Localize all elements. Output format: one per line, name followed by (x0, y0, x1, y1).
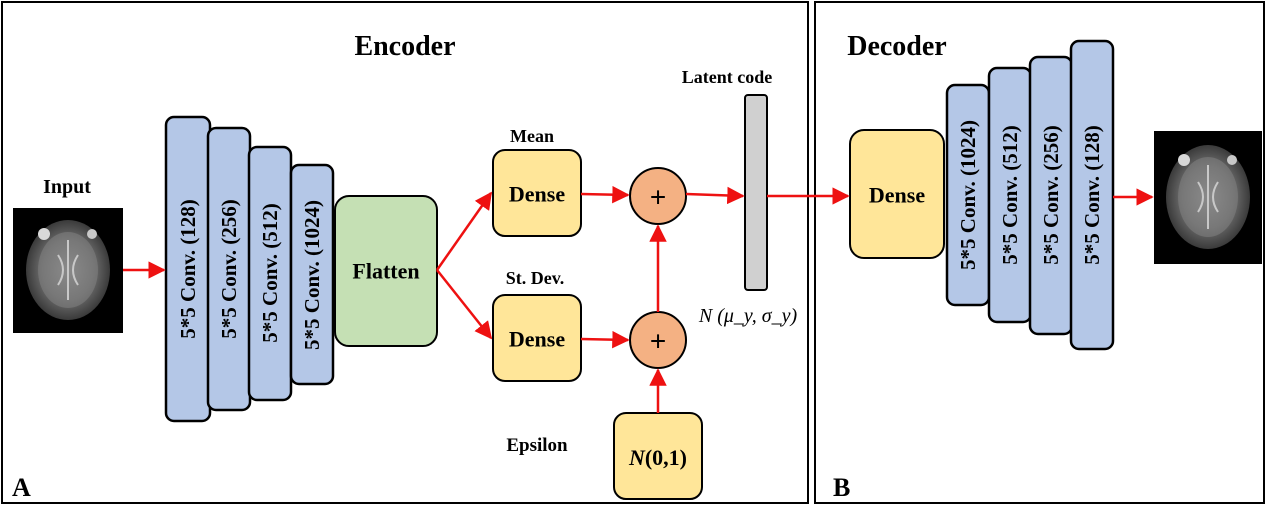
decoder-conv-1024: 5*5 Conv. (1024) (945, 83, 991, 307)
encoder-title: Encoder (354, 31, 455, 62)
noise-label: N(0,1) (628, 445, 687, 470)
dense-mean-label: Dense (509, 182, 565, 207)
decoder-dense-block: Dense (849, 129, 945, 259)
plus-top-symbol: + (650, 182, 666, 213)
encoder-conv-512-label: 5*5 Conv. (512) (258, 203, 282, 342)
decoder-dense-label: Dense (869, 183, 925, 208)
encoder-conv-128: 5*5 Conv. (128) (164, 115, 212, 423)
arrow-flatten-to-std (436, 269, 493, 340)
input-brain-icon (13, 208, 123, 333)
decoder-title: Decoder (847, 31, 947, 62)
encoder-conv-256-label: 5*5 Conv. (256) (217, 199, 241, 338)
latent-label: Latent code (682, 67, 772, 87)
decoder-conv-512: 5*5 Conv. (512) (987, 66, 1033, 324)
decoder-conv-256-label: 5*5 Conv. (256) (1039, 125, 1063, 264)
arrow-flatten-to-mean (435, 191, 493, 271)
encoder-panel (1, 1, 809, 504)
encoder-conv-1024-label: 5*5 Conv. (1024) (300, 200, 324, 350)
epsilon-label: Epsilon (506, 435, 568, 456)
latent-code-bar (744, 94, 768, 291)
output-brain-icon (1154, 131, 1262, 264)
dense-std-label: Dense (509, 327, 565, 352)
plus-node-bottom: + (629, 311, 687, 369)
mean-label: Mean (510, 126, 554, 146)
noise-block: N(0,1) (613, 412, 703, 500)
arrow-plus-to-latent (685, 186, 745, 205)
decoder-conv-512-label: 5*5 Conv. (512) (998, 125, 1022, 264)
decoder-panel (814, 1, 1265, 504)
arrow-mean-to-plus (580, 185, 630, 204)
decoder-conv-256: 5*5 Conv. (256) (1028, 55, 1074, 336)
flatten-block: Flatten (334, 195, 438, 347)
encoder-conv-1024: 5*5 Conv. (1024) (289, 163, 335, 386)
panel-letter-a: A (12, 473, 31, 502)
decoder-conv-1024-label: 5*5 Conv. (1024) (956, 120, 980, 270)
panel-letter-b: B (833, 473, 850, 502)
input-label: Input (43, 176, 91, 198)
encoder-conv-256: 5*5 Conv. (256) (206, 126, 252, 412)
dense-std-block: Dense (492, 294, 582, 382)
distribution-label: N (μ_y, σ_y) (698, 305, 798, 327)
dense-mean-block: Dense (492, 149, 582, 237)
arrow-std-to-plus (580, 330, 630, 349)
plus-bottom-symbol: + (650, 326, 666, 357)
decoder-conv-128-label: 5*5 Conv. (128) (1080, 125, 1104, 264)
flatten-label: Flatten (352, 259, 419, 284)
plus-node-top: + (629, 167, 687, 225)
encoder-conv-512: 5*5 Conv. (512) (247, 145, 293, 402)
decoder-conv-128: 5*5 Conv. (128) (1069, 39, 1115, 351)
std-label: St. Dev. (506, 268, 565, 288)
encoder-conv-128-label: 5*5 Conv. (128) (176, 199, 200, 338)
